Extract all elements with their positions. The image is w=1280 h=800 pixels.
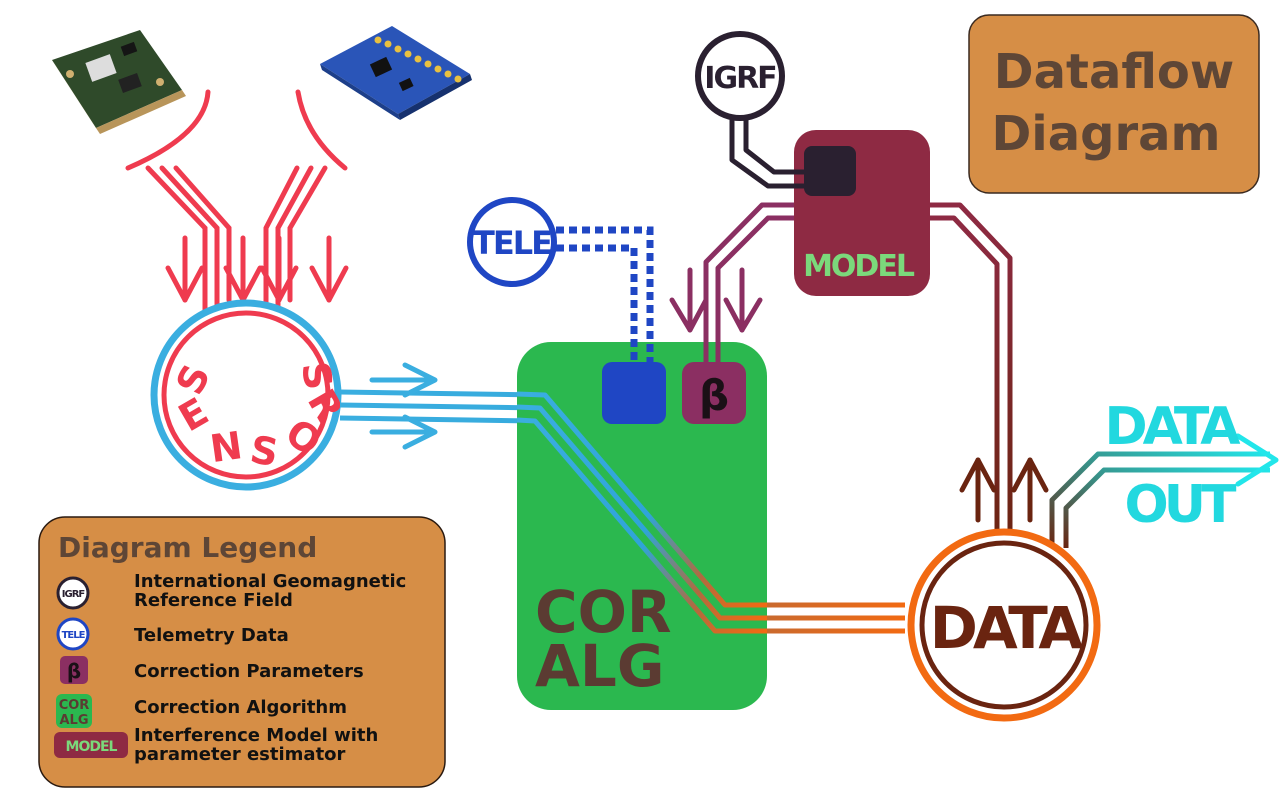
title-line1: Dataflow — [994, 44, 1234, 100]
legend-tele-symbol: TELE — [62, 630, 86, 641]
legend-beta-desc: Correction Parameters — [134, 661, 364, 682]
arrow-right-icon — [369, 362, 438, 450]
igrf-to-model-lines — [729, 112, 810, 189]
legend-model-symbol: MODEL — [66, 739, 118, 755]
legend-item-igrf: IGRF International Geomagnetic Reference… — [56, 571, 406, 611]
legend-igrf-desc-line1: International Geomagnetic — [134, 571, 406, 592]
data-out-lines — [1049, 451, 1270, 548]
title-panel: Dataflow Diagram — [968, 14, 1260, 194]
legend-item-tele: TELE Telemetry Data — [56, 617, 289, 651]
igrf-label: IGRF — [704, 61, 775, 96]
legend-igrf-desc-line2: Reference Field — [134, 590, 293, 611]
sensor-board-1-image — [52, 30, 186, 134]
igrf-input-port — [804, 146, 856, 196]
legend-cor-alg-symbol-line2: ALG — [59, 713, 88, 728]
arrow-down-icon — [165, 235, 349, 303]
data-node: DATA — [907, 528, 1101, 722]
tele-label: TELE — [473, 224, 551, 262]
cor-alg-label-line1: COR — [535, 578, 672, 646]
legend-item-cor-alg: COR ALG Correction Algorithm — [56, 694, 347, 728]
legend-item-model: MODEL Interference Model with parameter … — [54, 725, 378, 765]
arrow-up-icon — [959, 457, 1049, 523]
beta-port: β — [682, 362, 746, 424]
cor-alg-label-line2: ALG — [535, 632, 664, 700]
beta-label: β — [699, 371, 729, 420]
model-block: MODEL — [794, 130, 930, 296]
title-line2: Diagram — [991, 106, 1220, 162]
sensor-input-lines — [125, 89, 348, 333]
legend-igrf-symbol: IGRF — [62, 589, 85, 600]
legend-cor-alg-symbol-line1: COR — [59, 698, 90, 713]
legend-model-desc-line1: Interference Model with — [134, 725, 378, 746]
tele-data-line — [556, 226, 654, 362]
sensors-node: S E N S O R S — [150, 299, 352, 491]
arrow-down-icon — [669, 267, 763, 333]
sensors-letter-3: N — [207, 423, 245, 471]
model-to-beta-lines — [703, 202, 795, 362]
tele-input-port — [602, 362, 666, 424]
legend-item-beta: β Correction Parameters — [60, 656, 364, 684]
data-label: DATA — [930, 594, 1084, 662]
model-label: MODEL — [803, 249, 915, 284]
legend-title: Diagram Legend — [58, 531, 317, 564]
data-out-label-line2: OUT — [1125, 475, 1237, 535]
arrow-right-icon — [1235, 433, 1279, 487]
legend-beta-symbol: β — [67, 659, 81, 683]
legend-cor-alg-desc: Correction Algorithm — [134, 697, 347, 718]
cor-alg-block: COR ALG — [516, 342, 767, 710]
tele-node: TELE — [467, 197, 557, 287]
legend-model-desc-line2: parameter estimator — [134, 744, 346, 765]
legend-tele-desc: Telemetry Data — [134, 625, 289, 646]
igrf-node: IGRF — [695, 31, 785, 121]
model-to-data-lines — [930, 202, 1013, 548]
sensor-board-2-image — [320, 26, 472, 120]
legend-panel: Diagram Legend IGRF International Geomag… — [38, 516, 446, 788]
data-out-label-line1: DATA — [1104, 397, 1240, 457]
